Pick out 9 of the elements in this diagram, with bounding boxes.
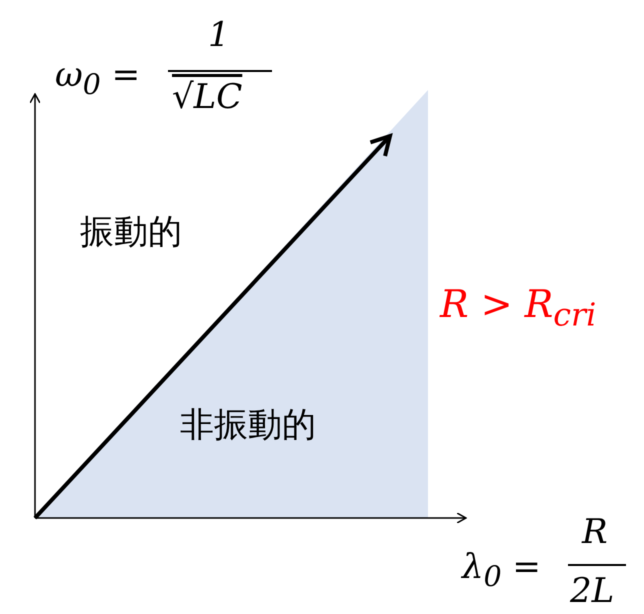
denominator: √LC — [172, 80, 242, 114]
numerator: 1 — [208, 18, 230, 52]
numerator: R — [582, 515, 608, 549]
axis-label: λ$_{0}$ = — [462, 550, 541, 592]
denominator: 2L — [570, 574, 614, 608]
region-label: 非振動的 — [180, 408, 316, 442]
region-label: 振動的 — [80, 215, 182, 249]
condition-label: R > R$_{cri}$ — [440, 285, 596, 332]
axis-label: ω$_{0}$ = — [55, 58, 140, 100]
